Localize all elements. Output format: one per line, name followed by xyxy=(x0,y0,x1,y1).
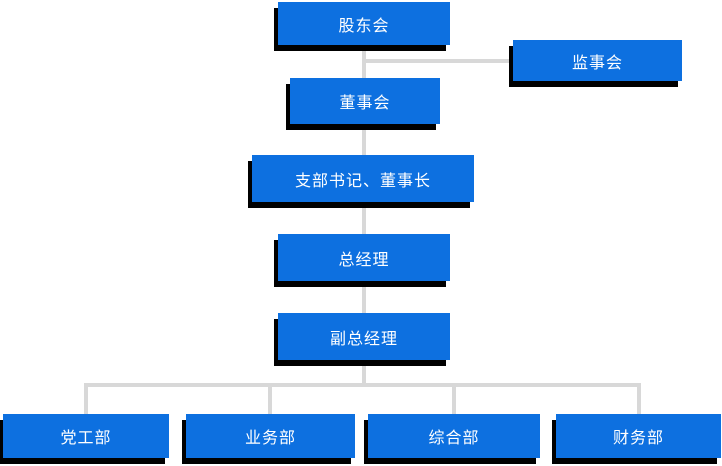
connector-board-to-secretary xyxy=(362,124,366,155)
node-supervisory-board: 监事会 xyxy=(513,40,682,81)
node-business-dept: 业务部 xyxy=(186,414,355,458)
node-general-manager: 总经理 xyxy=(278,234,450,281)
node-board-of-directors: 董事会 xyxy=(290,78,440,124)
connector-shareholders-to-supervisory xyxy=(364,59,513,63)
connector-secretary-to-gm xyxy=(362,202,366,234)
connector-drop-finance xyxy=(637,383,641,414)
node-deputy-general-manager: 副总经理 xyxy=(278,313,450,360)
connector-drop-business xyxy=(268,383,272,414)
connector-deputy-gm-feed xyxy=(362,360,366,387)
node-shareholders-meeting: 股东会 xyxy=(278,2,450,45)
node-party-work-dept: 党工部 xyxy=(3,414,169,458)
connector-departments-bar xyxy=(84,383,641,387)
connector-drop-party-work xyxy=(84,383,88,414)
node-branch-secretary-chairman: 支部书记、董事长 xyxy=(252,155,474,202)
node-general-affairs-dept: 综合部 xyxy=(368,414,540,458)
connector-gm-to-deputy-gm xyxy=(362,281,366,313)
node-finance-dept: 财务部 xyxy=(556,414,721,458)
connector-drop-general-affairs xyxy=(452,383,456,414)
